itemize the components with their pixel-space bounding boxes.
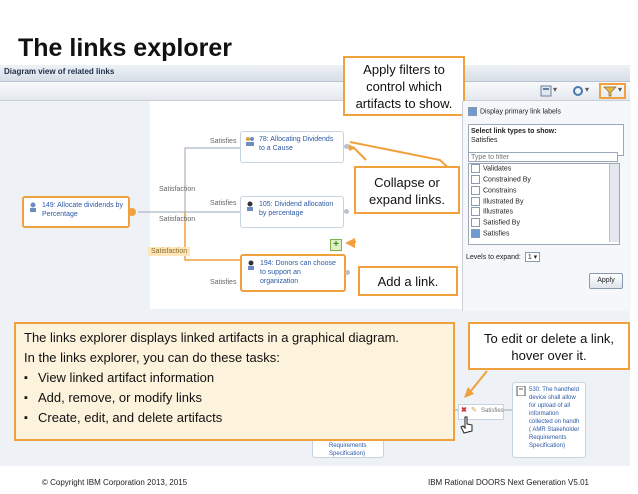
filter-icon [603, 86, 617, 97]
node-label: 105: Dividend allocation by percentage [259, 201, 334, 217]
diagram-node[interactable]: 105: Dividend allocation by percentage [240, 196, 344, 228]
diagram-node[interactable]: 530: The handheld device shall allow for… [512, 382, 586, 458]
panel-header: Diagram view of related links [0, 65, 630, 82]
filter-button[interactable]: ▾ [599, 83, 626, 99]
edit-icon[interactable]: ✎ [471, 407, 477, 414]
hover-edge-label[interactable]: ✖ ✎ Satisfies [458, 404, 504, 420]
edge-label[interactable]: Satisfaction [159, 186, 196, 193]
panel-toolbar: ▾ ▾ ▾ [0, 82, 630, 101]
levels-row: Levels to expand: 1 ▾ [466, 252, 541, 262]
scrollbar[interactable] [609, 164, 619, 242]
hand-cursor-icon [460, 416, 473, 434]
document-icon [516, 386, 526, 396]
list-item[interactable]: Illustrated By [469, 196, 619, 208]
footer-product: IBM Rational DOORS Next Generation V5.01 [428, 478, 589, 487]
diagram-node[interactable]: 78: Allocating Dividends to a Cause [240, 131, 344, 163]
levels-label: Levels to expand: [466, 254, 521, 261]
checkbox[interactable] [471, 196, 480, 206]
panel-title: Diagram view of related links [4, 67, 115, 76]
select-heading: Select link types to show: [471, 128, 557, 135]
info-line: The links explorer displays linked artif… [24, 330, 400, 345]
list-item[interactable]: Illustrates [469, 207, 619, 218]
node-label: 149: Allocate dividends by Percentage [42, 202, 123, 218]
checkbox[interactable] [471, 218, 480, 228]
checkbox[interactable] [471, 207, 480, 217]
checkbox[interactable] [468, 107, 477, 116]
bullet-item: Add, remove, or modify links [24, 388, 445, 408]
list-item[interactable]: Satisfies [469, 229, 619, 240]
bullet-item: Create, edit, and delete artifacts [24, 408, 445, 428]
group-icon [246, 137, 254, 146]
info-bullets: View linked artifact information Add, re… [24, 368, 445, 428]
add-link-icon[interactable]: + [330, 239, 342, 251]
chevron-down-icon: ▾ [618, 85, 623, 94]
expand-handle[interactable] [128, 208, 136, 216]
edge-label[interactable]: Satisfaction [159, 216, 196, 223]
checkbox[interactable] [471, 185, 480, 195]
list-item[interactable]: Constrained By [469, 174, 619, 186]
delete-icon[interactable]: ✖ [461, 407, 467, 414]
apply-button[interactable]: Apply [589, 273, 623, 289]
footer-copyright: © Copyright IBM Corporation 2013, 2015 [42, 478, 188, 487]
requirement-icon [30, 202, 36, 212]
checkbox[interactable] [471, 174, 480, 184]
expand-handle[interactable] [344, 144, 349, 149]
callout-add: Add a link. [358, 266, 458, 296]
selected-value: Satisfies [471, 137, 498, 144]
node-label: 78: Allocating Dividends to a Cause [259, 136, 334, 152]
refresh-icon[interactable] [572, 85, 584, 97]
levels-select[interactable]: 1 ▾ [524, 252, 541, 262]
slide-title: The links explorer [18, 34, 232, 62]
list-item[interactable]: Validates [469, 164, 619, 175]
checkbox[interactable] [471, 229, 480, 239]
edge-label[interactable]: Satisfies [210, 138, 237, 145]
diagram-node-selected[interactable]: 194: Donors can choose to support an org… [240, 254, 346, 292]
list-item[interactable]: Constrains [469, 185, 619, 197]
edge-label-highlighted[interactable]: Satisfaction [148, 247, 191, 256]
chevron-down-icon[interactable]: ▾ [553, 85, 558, 94]
callout-edit: To edit or delete a link, hover over it. [468, 322, 630, 370]
layout-icon[interactable] [540, 85, 552, 97]
link-type-summary: Select link types to show: Satisfies [468, 124, 624, 156]
edge-label[interactable]: Satisfies [210, 200, 237, 207]
chevron-down-icon[interactable]: ▾ [585, 85, 590, 94]
user-icon [247, 201, 253, 211]
node-label: 194: Donors can choose to support an org… [260, 260, 336, 285]
edge-label[interactable]: Satisfies [210, 279, 237, 286]
callout-collapse: Collapse or expand links. [354, 166, 460, 214]
info-box: The links explorer displays linked artif… [14, 322, 455, 441]
list-item[interactable]: Satisfied By [469, 218, 619, 229]
checkbox[interactable] [471, 164, 480, 173]
bullet-item: View linked artifact information [24, 368, 445, 388]
display-primary-labels[interactable]: Display primary link labels [468, 107, 561, 116]
callout-filters: Apply filters to control which artifacts… [343, 56, 465, 116]
filter-input[interactable] [468, 152, 618, 162]
link-type-list[interactable]: Validates Constrained By Constrains Illu… [468, 163, 620, 245]
user-icon [248, 260, 254, 270]
expand-handle[interactable] [344, 209, 349, 214]
root-node[interactable]: 149: Allocate dividends by Percentage [22, 196, 130, 228]
expand-handle[interactable] [345, 270, 350, 275]
node-label: 530: The handheld device shall allow for… [529, 387, 580, 449]
info-line: In the links explorer, you can do these … [24, 350, 280, 365]
